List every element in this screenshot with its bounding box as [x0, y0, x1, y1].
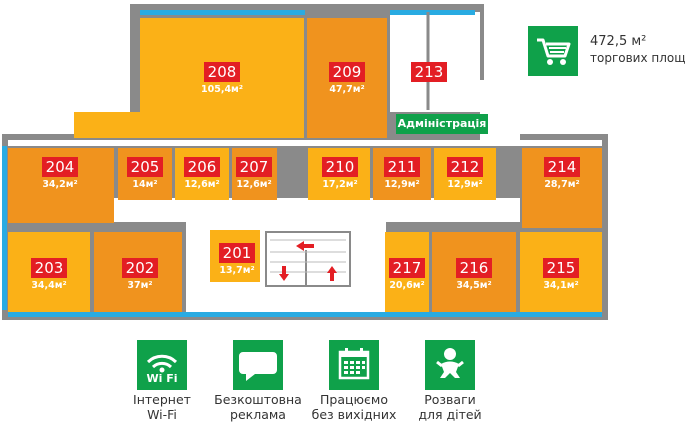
room-207[interactable]: 207 12,6м² — [232, 157, 276, 190]
room-area: 34,5м² — [456, 280, 492, 291]
wifi-badge: Wi Fi — [146, 372, 178, 385]
arrow-up-icon — [327, 266, 337, 281]
room-201[interactable]: 201 13,7м² — [215, 243, 259, 276]
room-216[interactable]: 216 34,5м² — [452, 258, 496, 291]
room-area: 13,7м² — [219, 265, 255, 276]
room-area: 34,1м² — [543, 280, 579, 291]
room-area: 37м² — [127, 280, 153, 291]
room-214[interactable]: 214 28,7м² — [540, 157, 584, 190]
room-203[interactable]: 203 34,4м² — [27, 258, 71, 291]
baby-icon — [425, 340, 475, 390]
room-number: 201 — [218, 243, 256, 263]
feature-kids: Розваги для дітей — [395, 340, 505, 422]
room-213[interactable]: 213 — [407, 62, 451, 82]
room-206[interactable]: 206 12,6м² — [180, 157, 224, 190]
room-number: 214 — [543, 157, 581, 177]
room-area: 20,6м² — [389, 280, 425, 291]
speech-bubble-icon — [233, 340, 283, 390]
room-area: 12,9м² — [384, 179, 420, 190]
feature-advertising: Безкоштовна реклама — [203, 340, 313, 422]
window-left — [2, 146, 7, 310]
room-215[interactable]: 215 34,1м² — [539, 258, 583, 291]
room-area: 14м² — [132, 179, 158, 190]
calendar-icon — [329, 340, 379, 390]
arrow-left-icon — [296, 241, 314, 251]
room-number: 206 — [183, 157, 221, 177]
room-number: 204 — [41, 157, 79, 177]
room-number: 213 — [410, 62, 448, 82]
room-number: 207 — [235, 157, 273, 177]
room-217[interactable]: 217 20,6м² — [385, 258, 429, 291]
corridor-upper — [8, 140, 602, 146]
room-number: 209 — [328, 62, 366, 82]
room-number: 217 — [388, 258, 426, 278]
wifi-icon: Wi Fi — [137, 340, 187, 390]
room-208-shape — [74, 18, 304, 138]
room-area: 12,6м² — [184, 179, 220, 190]
room-number: 208 — [203, 62, 241, 82]
room-area: 105,4м² — [201, 84, 243, 95]
feature-label: Працюємо без вихідних — [311, 392, 397, 422]
room-number: 216 — [455, 258, 493, 278]
room-202[interactable]: 202 37м² — [118, 258, 162, 291]
room-area: 17,2м² — [322, 179, 358, 190]
room-number: 210 — [321, 157, 359, 177]
room-number: 202 — [121, 258, 159, 278]
room-number: 211 — [383, 157, 421, 177]
window-top-left — [140, 10, 305, 15]
staircase — [265, 231, 351, 287]
room-211[interactable]: 211 12,9м² — [380, 157, 424, 190]
room-area: 47,7м² — [329, 84, 365, 95]
room-204[interactable]: 204 34,2м² — [38, 157, 82, 190]
room-205[interactable]: 205 14м² — [123, 157, 167, 190]
window-bottom — [8, 312, 602, 317]
area-stat: 472,5 м² торгових площ — [528, 26, 694, 76]
room-number: 215 — [542, 258, 580, 278]
room-area: 34,2м² — [42, 179, 78, 190]
feature-label: Розваги для дітей — [418, 392, 482, 422]
feature-schedule: Працюємо без вихідних — [299, 340, 409, 422]
stat-caption: торгових площ — [590, 51, 686, 65]
room-area: 28,7м² — [544, 179, 580, 190]
room-number: 212 — [446, 157, 484, 177]
feature-label: Безкоштовна реклама — [214, 392, 302, 422]
room-area: 12,6м² — [236, 179, 272, 190]
feature-label: Інтернет Wi-Fi — [133, 392, 191, 422]
room-number: 203 — [30, 258, 68, 278]
corridor-middle — [70, 198, 520, 222]
arrow-down-icon — [279, 266, 289, 281]
stair-lines — [270, 239, 346, 273]
room-area: 34,4м² — [31, 280, 67, 291]
room-area: 12,9м² — [447, 179, 483, 190]
room-212[interactable]: 212 12,9м² — [443, 157, 487, 190]
administration-label: Адміністрація — [396, 114, 488, 134]
room-208[interactable]: 208 105,4м² — [200, 62, 244, 95]
room-209[interactable]: 209 47,7м² — [325, 62, 369, 95]
stat-value: 472,5 м² — [590, 34, 647, 49]
window-top-right — [390, 10, 475, 15]
feature-wifi: Wi Fi Інтернет Wi-Fi — [107, 340, 217, 422]
shopping-cart-icon — [528, 26, 578, 76]
room-number: 205 — [126, 157, 164, 177]
room-210[interactable]: 210 17,2м² — [318, 157, 362, 190]
